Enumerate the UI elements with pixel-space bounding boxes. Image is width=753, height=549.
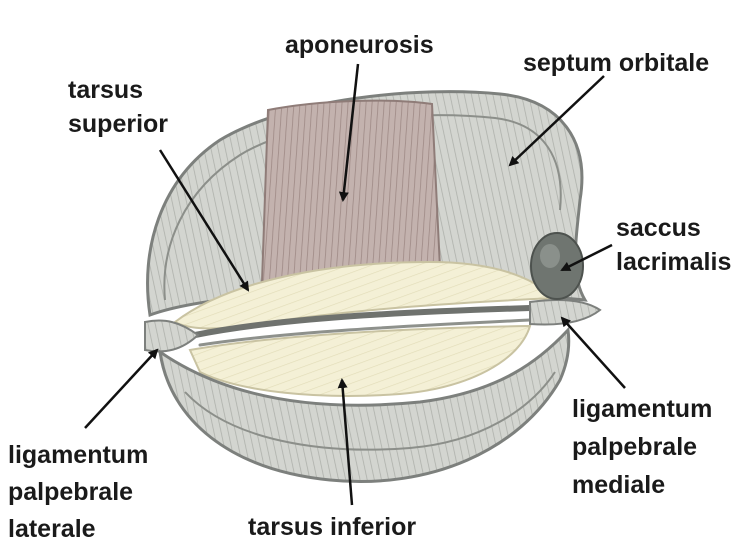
label-septum-orbitale-line-1: septum orbitale — [523, 46, 709, 80]
label-ligamentum-laterale-line-3: laterale — [8, 511, 148, 548]
label-saccus-lacrimalis-line-2: lacrimalis — [616, 245, 731, 279]
saccus-lacrimalis-highlight — [540, 244, 560, 268]
pointer-ligamentum-palpebrale-laterale — [85, 350, 157, 428]
label-septum-orbitale: septum orbitale — [523, 46, 709, 80]
label-tarsus-superior-line-2: superior — [68, 107, 168, 141]
label-saccus-lacrimalis-line-1: saccus — [616, 211, 731, 245]
label-ligamentum-palpebrale-laterale: ligamentum palpebrale laterale — [8, 437, 148, 548]
label-aponeurosis: aponeurosis — [285, 28, 434, 62]
label-tarsus-superior: tarsus superior — [68, 73, 168, 141]
saccus-lacrimalis-shape — [531, 233, 583, 299]
label-ligamentum-mediale-line-2: palpebrale — [572, 428, 712, 466]
label-ligamentum-laterale-line-2: palpebrale — [8, 474, 148, 511]
label-ligamentum-palpebrale-mediale: ligamentum palpebrale mediale — [572, 390, 712, 504]
label-ligamentum-mediale-line-3: mediale — [572, 466, 712, 504]
label-saccus-lacrimalis: saccus lacrimalis — [616, 211, 731, 279]
label-ligamentum-mediale-line-1: ligamentum — [572, 390, 712, 428]
label-aponeurosis-line-1: aponeurosis — [285, 28, 434, 62]
label-tarsus-inferior: tarsus inferior — [248, 510, 416, 544]
label-tarsus-superior-line-1: tarsus — [68, 73, 168, 107]
label-ligamentum-laterale-line-1: ligamentum — [8, 437, 148, 474]
label-tarsus-inferior-line-1: tarsus inferior — [248, 510, 416, 544]
pointer-ligamentum-palpebrale-mediale — [562, 318, 625, 388]
tarsus-inferior-plate — [190, 326, 530, 396]
